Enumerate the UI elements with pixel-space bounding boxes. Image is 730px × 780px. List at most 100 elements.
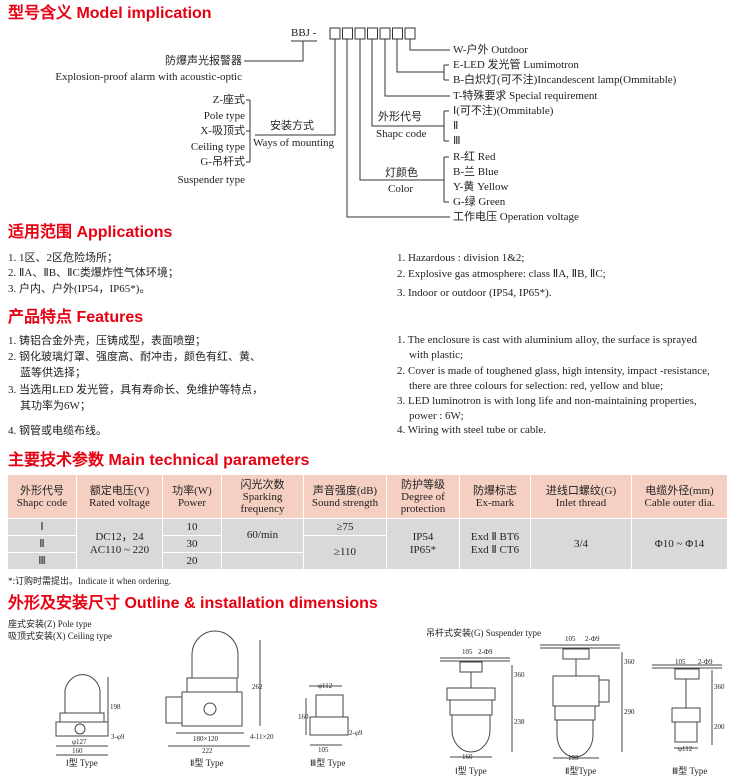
header-sound: 声音强度(dB)Sound strength bbox=[303, 475, 387, 519]
dimension-label: 105 bbox=[318, 746, 329, 754]
table-row: Ⅲ 20 bbox=[8, 552, 728, 569]
application-item: 3. 户内、户外(IP54，IP65*)。 bbox=[8, 283, 151, 295]
ceiling-type-label: 吸顶式安装(X) Ceiling type bbox=[8, 631, 112, 641]
feature-item: 3. 当选用LED 发光管，具有寿命长、免维护等特点， bbox=[8, 384, 264, 396]
shape-label-cn: 外形代号 bbox=[378, 111, 422, 123]
pole-type-label: 座式安装(Z) Pole type bbox=[8, 619, 92, 629]
model-option: 工作电压 Operation voltage bbox=[453, 211, 579, 223]
suspender-type-label: 吊杆式安装(G) Suspender type bbox=[426, 628, 541, 638]
model-option: Ⅰ(可不注)(Ommitable) bbox=[453, 105, 554, 117]
power-cell: 30 bbox=[162, 535, 222, 553]
dimension-label: 262 bbox=[252, 683, 263, 691]
product-en: Explosion-proof alarm with acoustic-opti… bbox=[55, 71, 242, 83]
dimension-label: 105 bbox=[462, 648, 473, 656]
feature-item: 1. 铸铝合金外壳，压铸成型，表面喷塑； bbox=[8, 335, 206, 347]
power-cell: 20 bbox=[162, 552, 222, 569]
type-caption: Ⅰ型 Type bbox=[66, 758, 98, 768]
model-option: T-特殊要求 Special requirement bbox=[453, 90, 598, 102]
application-item: 1. 1区、2区危险场所； bbox=[8, 252, 118, 264]
application-item: 2. Explosive gas atmosphere: class ⅡA, Ⅱ… bbox=[397, 268, 606, 280]
dimension-label: 198 bbox=[110, 703, 121, 711]
color-label-cn: 灯颜色 bbox=[385, 167, 418, 179]
sound-cell: ≥75 bbox=[303, 518, 387, 536]
application-item: 1. Hazardous : division 1&2; bbox=[397, 252, 525, 264]
section-title-applications: 适用范围 Applications bbox=[8, 224, 173, 241]
mount-type-item: Z-座式 bbox=[212, 94, 245, 106]
model-option: R-红 Red bbox=[453, 151, 496, 163]
feature-item: with plastic; bbox=[409, 349, 464, 361]
drawing-pole-type-1 bbox=[55, 674, 109, 756]
dimension-label: 2-Φ9 bbox=[585, 635, 600, 643]
mount-type-item: G-吊杆式 bbox=[200, 156, 245, 168]
header-cable: 电缆外径(mm)Cable outer dia. bbox=[631, 475, 728, 519]
mount-type-item: X-吸顶式 bbox=[200, 125, 245, 137]
feature-item: 其功率为6W； bbox=[20, 400, 91, 412]
mount-type-item: Suspender type bbox=[177, 174, 245, 186]
color-label-en: Color bbox=[388, 183, 414, 195]
shape-label-en: Shapc code bbox=[376, 128, 427, 140]
cable-cell: Φ10 ~ Φ14 bbox=[631, 518, 728, 569]
power-cell: 10 bbox=[162, 518, 222, 536]
feature-item: power : 6W; bbox=[409, 410, 464, 422]
section-title-params: 主要技术参数 Main technical parameters bbox=[8, 452, 310, 469]
mount-type-item: Pole type bbox=[203, 110, 245, 122]
model-option: B-兰 Blue bbox=[453, 166, 499, 178]
section-title-model: 型号含义 Model implication bbox=[8, 5, 212, 22]
dimension-label: 160 bbox=[298, 713, 309, 721]
model-code-boxes bbox=[329, 27, 416, 40]
order-note: *:订购时需提出。Indicate it when ordering. bbox=[8, 576, 171, 586]
dimension-label: φ112 bbox=[678, 745, 693, 753]
dimension-label: 2-Φ9 bbox=[478, 648, 493, 656]
dimension-label: 222 bbox=[202, 747, 213, 755]
dimension-label: 180×120 bbox=[193, 735, 218, 743]
feature-item: 4. 钢管或电缆布线。 bbox=[8, 425, 107, 437]
feature-item: 2. Cover is made of toughened glass, hig… bbox=[397, 365, 710, 377]
model-option: Ⅱ bbox=[453, 120, 459, 132]
dimension-label: 2-Φ9 bbox=[698, 658, 713, 666]
dimension-label: 2-φ9 bbox=[349, 729, 363, 737]
dimension-label: 193 bbox=[568, 754, 579, 762]
mount-label-en: Ways of mounting bbox=[253, 137, 334, 149]
dimension-label: 160 bbox=[462, 753, 473, 761]
shape-code-cell: Ⅱ bbox=[8, 535, 77, 553]
section-title-outline: 外形及安装尺寸 Outline & installation dimension… bbox=[8, 595, 378, 612]
model-option: E-LED 发光管 Lumimotron bbox=[453, 59, 579, 71]
dimension-label: φ112 bbox=[318, 682, 333, 690]
dimension-label: 200 bbox=[714, 723, 725, 731]
header-voltage: 额定电压(V)Rated voltage bbox=[76, 475, 163, 519]
mount-type-item: Ceiling type bbox=[190, 141, 245, 153]
section-title-features: 产品特点 Features bbox=[8, 309, 144, 326]
type-caption: Ⅲ型 Type bbox=[672, 766, 708, 776]
feature-item: 3. LED luminotron is with long life and … bbox=[397, 395, 697, 407]
model-option: W-户外 Outdoor bbox=[453, 44, 528, 56]
type-caption: Ⅲ型 Type bbox=[310, 758, 346, 768]
empty-cell bbox=[221, 552, 304, 569]
dimension-label: 360 bbox=[624, 658, 635, 666]
frequency-cell: 60/min bbox=[221, 518, 304, 553]
dimension-label: 290 bbox=[624, 708, 635, 716]
dimension-label: 4-11×20 bbox=[250, 733, 274, 741]
type-caption: Ⅱ型Type bbox=[565, 766, 597, 776]
mount-label-cn: 安装方式 bbox=[270, 120, 314, 132]
header-thread: 进线口螺纹(G)Inlet thread bbox=[530, 475, 632, 519]
drawing-suspender-type-3 bbox=[652, 664, 722, 749]
dimension-label: 3-φ9 bbox=[111, 733, 125, 741]
shape-code-cell: Ⅲ bbox=[8, 552, 77, 569]
drawing-suspender-type-1 bbox=[440, 657, 513, 758]
application-item: 2. ⅡA、ⅡB、ⅡC类爆炸性气体环境； bbox=[8, 267, 179, 279]
feature-item: 2. 钢化玻璃灯罩、强度高、耐冲击，颜色有红、黄、 bbox=[8, 351, 261, 363]
sound-cell: ≥110 bbox=[303, 535, 387, 569]
dimension-label: 238 bbox=[514, 718, 525, 726]
model-code: BBJ - bbox=[291, 27, 317, 39]
